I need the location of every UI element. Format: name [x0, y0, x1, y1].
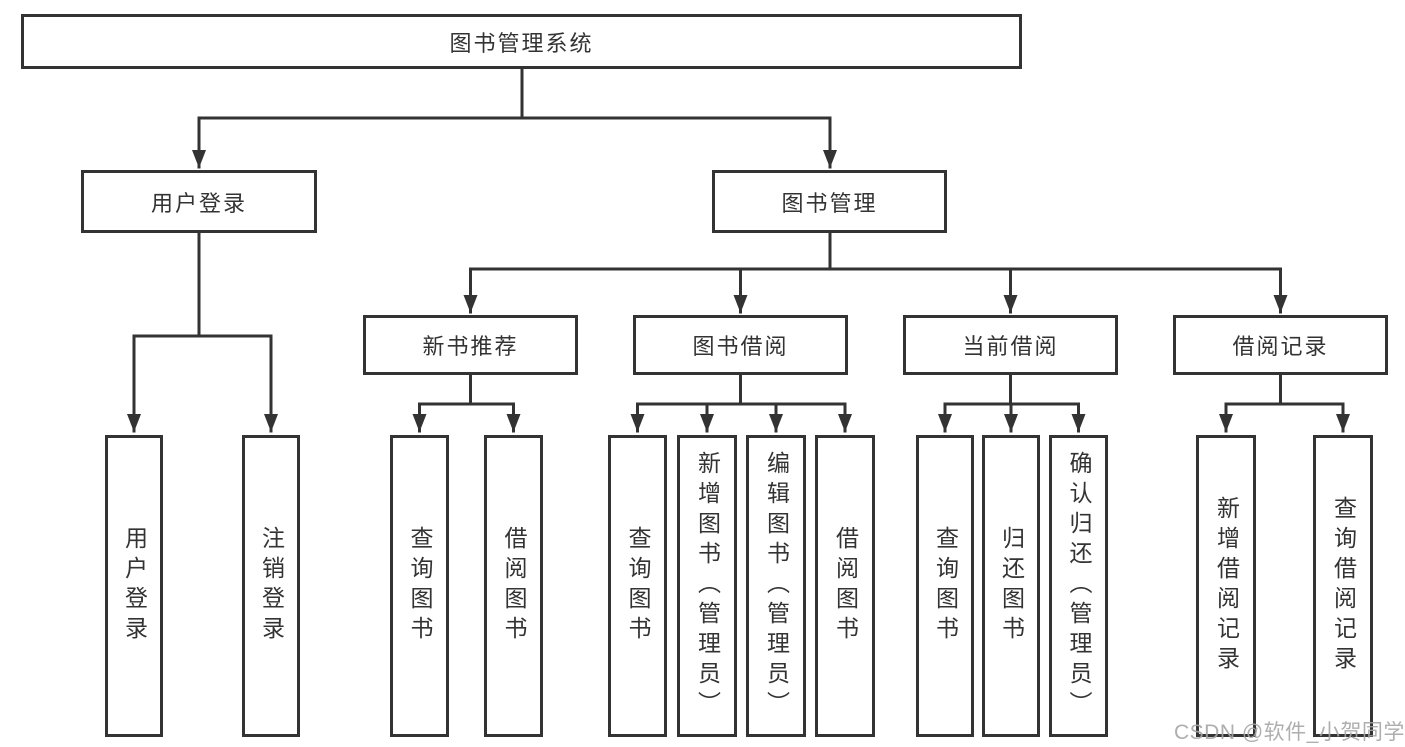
leaf-user-login: 用户登录 [105, 435, 163, 737]
node-book-management: 图书管理 [712, 170, 947, 233]
node-borrow-records: 借阅记录 [1173, 315, 1388, 375]
watermark: CSDN @软件_小贺同学 [1174, 716, 1405, 746]
leaf-borrow-query-books: 查询图书 [608, 435, 667, 737]
node-borrow-records-label: 借阅记录 [1232, 334, 1329, 359]
node-book-borrow: 图书借阅 [633, 315, 848, 375]
leaf-borrow-books-label: 借阅图书 [832, 526, 859, 646]
leaf-return-books: 归还图书 [982, 435, 1040, 737]
leaf-recommend-borrow-books-label: 借阅图书 [501, 526, 527, 646]
leaf-return-books-label: 归还图书 [998, 526, 1025, 646]
node-book-management-label: 图书管理 [781, 190, 878, 216]
leaf-confirm-return-admin: 确认归还（管理员） [1049, 435, 1108, 737]
leaf-confirm-return-admin-label: 确认归还（管理员） [1066, 451, 1092, 721]
node-user-login: 用户登录 [81, 170, 317, 233]
leaf-edit-books-admin-label: 编辑图书（管理员） [763, 451, 790, 721]
node-current-borrow: 当前借阅 [903, 315, 1118, 375]
node-root: 图书管理系统 [21, 14, 1022, 69]
leaf-add-borrow-record-label: 新增借阅记录 [1213, 496, 1240, 676]
leaf-query-borrow-record-label: 查询借阅记录 [1330, 496, 1357, 676]
node-new-book-recommend: 新书推荐 [363, 315, 578, 375]
node-current-borrow-label: 当前借阅 [962, 334, 1059, 359]
leaf-borrow-query-books-label: 查询图书 [625, 526, 651, 646]
leaf-query-borrow-record: 查询借阅记录 [1313, 435, 1373, 737]
leaf-user-login-label: 用户登录 [121, 526, 148, 646]
leaf-add-borrow-record: 新增借阅记录 [1196, 435, 1256, 737]
leaf-logout-label: 注销登录 [258, 526, 285, 646]
node-book-borrow-label: 图书借阅 [692, 334, 789, 359]
leaf-edit-books-admin: 编辑图书（管理员） [746, 435, 806, 737]
node-root-label: 图书管理系统 [449, 30, 594, 56]
leaf-recommend-borrow-books: 借阅图书 [484, 435, 543, 737]
leaf-current-query-books: 查询图书 [916, 435, 974, 737]
leaf-recommend-query-books-label: 查询图书 [407, 526, 433, 646]
leaf-borrow-books: 借阅图书 [815, 435, 875, 737]
node-user-login-label: 用户登录 [150, 190, 247, 216]
node-new-book-recommend-label: 新书推荐 [422, 334, 519, 359]
leaf-recommend-query-books: 查询图书 [390, 435, 449, 737]
leaf-add-books-admin: 新增图书（管理员） [677, 435, 737, 737]
watermark-text: CSDN @软件_小贺同学 [1174, 721, 1405, 744]
leaf-current-query-books-label: 查询图书 [932, 526, 959, 646]
leaf-logout: 注销登录 [242, 435, 300, 737]
leaf-add-books-admin-label: 新增图书（管理员） [694, 451, 721, 721]
